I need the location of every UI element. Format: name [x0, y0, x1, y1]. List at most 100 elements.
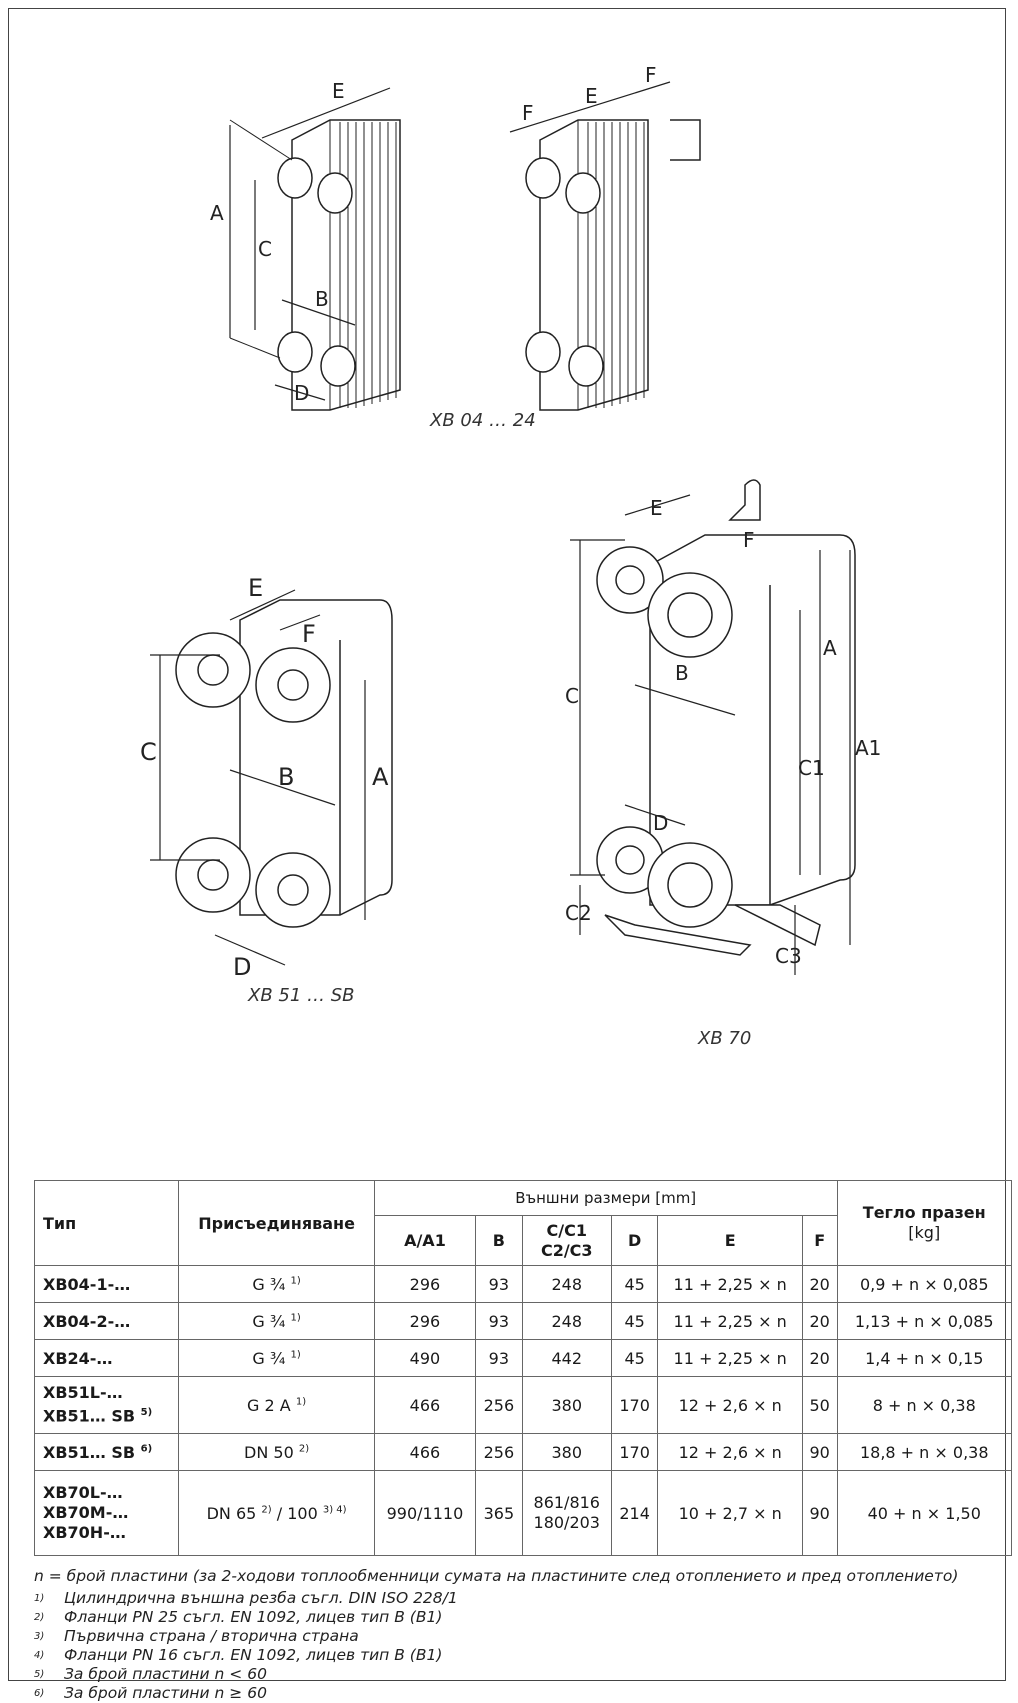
header-outer-dims: Външни размери [mm] [373, 1180, 838, 1216]
cell-d: 45 [610, 1339, 659, 1377]
cell-connection: DN 65 2) / 100 3) 4) [178, 1470, 375, 1556]
cell-weight: 1,13 + n × 0,085 [836, 1302, 1012, 1340]
cell-d: 170 [610, 1433, 659, 1471]
header-weight: Тегло празен [kg] [836, 1180, 1012, 1266]
cell-c: 248 [521, 1265, 612, 1303]
cell-type: XB04-1-… [33, 1265, 180, 1303]
footnote: 3)Първична страна / вторична страна [34, 1627, 359, 1645]
table-row: XB04-1-… G ¾ 1) 296 93 248 45 11 + 2,25 … [33, 1265, 1012, 1303]
cell-e: 11 + 2,25 × n [657, 1265, 803, 1303]
header-connection: Присъединяване [178, 1180, 375, 1266]
cell-c: 380 [521, 1433, 612, 1471]
table-row: XB51… SB 6) DN 50 2) 466 256 380 170 12 … [33, 1433, 1012, 1471]
header-c: C/C1 C2/C3 [521, 1215, 612, 1266]
cell-f: 90 [801, 1433, 838, 1471]
cell-e: 12 + 2,6 × n [657, 1433, 803, 1471]
cell-weight: 40 + n × 1,50 [836, 1470, 1012, 1556]
page-frame [8, 8, 1006, 1681]
cell-c: 861/816 180/203 [521, 1470, 612, 1556]
footnote: 6)За брой пластини n ≥ 60 [34, 1684, 267, 1702]
cell-e: 11 + 2,25 × n [657, 1339, 803, 1377]
dim-label-a: A [823, 636, 837, 660]
header-type: Тип [33, 1180, 180, 1266]
cell-b: 365 [475, 1470, 523, 1556]
dim-label-f: F [522, 101, 534, 125]
figure-xb04-24: A C B D E F E F [210, 63, 701, 411]
dim-label-b: B [278, 763, 294, 791]
footnote: 4)Фланци PN 16 съгл. EN 1092, лицев тип … [34, 1646, 443, 1664]
dim-label-b: B [675, 661, 689, 685]
footnote: 1)Цилиндрична външна резба съгл. DIN ISO… [34, 1589, 458, 1607]
dim-label-e: E [585, 84, 598, 108]
cell-connection: G ¾ 1) [178, 1302, 375, 1340]
cell-type: XB70L-… XB70M-… XB70H-… [33, 1470, 180, 1556]
cell-type: XB24-… [33, 1339, 180, 1377]
dim-label-e: E [248, 574, 263, 602]
cell-e: 10 + 2,7 × n [657, 1470, 803, 1556]
cell-weight: 0,9 + n × 0,085 [836, 1265, 1012, 1303]
footnote: 5)За брой пластини n < 60 [34, 1665, 267, 1683]
cell-type: XB51L-… XB51… SB 5) [33, 1376, 180, 1434]
cell-d: 214 [610, 1470, 659, 1556]
caption-xb51-sb: XB 51 … SB [248, 985, 355, 1006]
cell-connection: DN 50 2) [178, 1433, 375, 1471]
figure-xb70: C B A A1 C1 C2 C3 D E F [565, 479, 881, 975]
cell-f: 50 [801, 1376, 838, 1434]
dim-label-b: B [315, 287, 329, 311]
cell-b: 93 [475, 1302, 523, 1340]
header-d: D [610, 1215, 659, 1266]
dim-label-c: C [140, 738, 157, 766]
header-a-a1: A/A1 [373, 1215, 477, 1266]
cell-f: 20 [801, 1302, 838, 1340]
cell-connection: G ¾ 1) [178, 1265, 375, 1303]
cell-a: 466 [373, 1433, 477, 1471]
cell-f: 20 [801, 1339, 838, 1377]
dim-label-f: F [743, 528, 755, 552]
cell-d: 170 [610, 1376, 659, 1434]
cell-c: 380 [521, 1376, 612, 1434]
dim-label-d: D [653, 811, 668, 835]
cell-d: 45 [610, 1265, 659, 1303]
table-row: XB04-2-… G ¾ 1) 296 93 248 45 11 + 2,25 … [33, 1302, 1012, 1340]
cell-type: XB51… SB 6) [33, 1433, 180, 1471]
caption-xb70: XB 70 [698, 1028, 752, 1049]
figure-xb51-sb: C B A D E F [140, 574, 393, 981]
cell-c: 248 [521, 1302, 612, 1340]
cell-a: 990/1110 [373, 1470, 477, 1556]
cell-a: 466 [373, 1376, 477, 1434]
footnote: 2)Фланци PN 25 съгл. EN 1092, лицев тип … [34, 1608, 443, 1626]
cell-connection: G ¾ 1) [178, 1339, 375, 1377]
footnotes: n = брой пластини (за 2-ходови топлообме… [34, 1567, 1010, 1703]
table-row: XB24-… G ¾ 1) 490 93 442 45 11 + 2,25 × … [33, 1339, 1012, 1377]
cell-e: 11 + 2,25 × n [657, 1302, 803, 1340]
cell-weight: 8 + n × 0,38 [836, 1376, 1012, 1434]
dim-label-a: A [210, 201, 224, 225]
header-e: E [657, 1215, 803, 1266]
table-row: XB70L-… XB70M-… XB70H-… DN 65 2) / 100 3… [33, 1470, 1012, 1556]
dimensions-table: Тип Присъединяване Външни размери [mm] Т… [33, 1180, 1012, 1556]
cell-b: 93 [475, 1265, 523, 1303]
cell-c: 442 [521, 1339, 612, 1377]
dim-label-c: C [258, 237, 272, 261]
dim-label-e: E [332, 79, 345, 103]
cell-a: 296 [373, 1302, 477, 1340]
dim-label-c2: C2 [565, 901, 592, 925]
header-b: B [475, 1215, 523, 1266]
dim-label-d: D [294, 381, 309, 405]
header-f: F [801, 1215, 838, 1266]
dim-label-f: F [645, 63, 657, 87]
cell-b: 256 [475, 1376, 523, 1434]
dim-label-d: D [233, 953, 251, 981]
cell-type: XB04-2-… [33, 1302, 180, 1340]
dim-label-f: F [302, 620, 316, 648]
caption-xb04-24: XB 04 … 24 [430, 410, 536, 431]
cell-e: 12 + 2,6 × n [657, 1376, 803, 1434]
cell-a: 296 [373, 1265, 477, 1303]
cell-weight: 1,4 + n × 0,15 [836, 1339, 1012, 1377]
table-row: XB51L-… XB51… SB 5) G 2 A 1) 466 256 380… [33, 1376, 1012, 1434]
dim-label-c3: C3 [775, 944, 802, 968]
cell-d: 45 [610, 1302, 659, 1340]
cell-b: 256 [475, 1433, 523, 1471]
cell-a: 490 [373, 1339, 477, 1377]
dim-label-e: E [650, 496, 663, 520]
